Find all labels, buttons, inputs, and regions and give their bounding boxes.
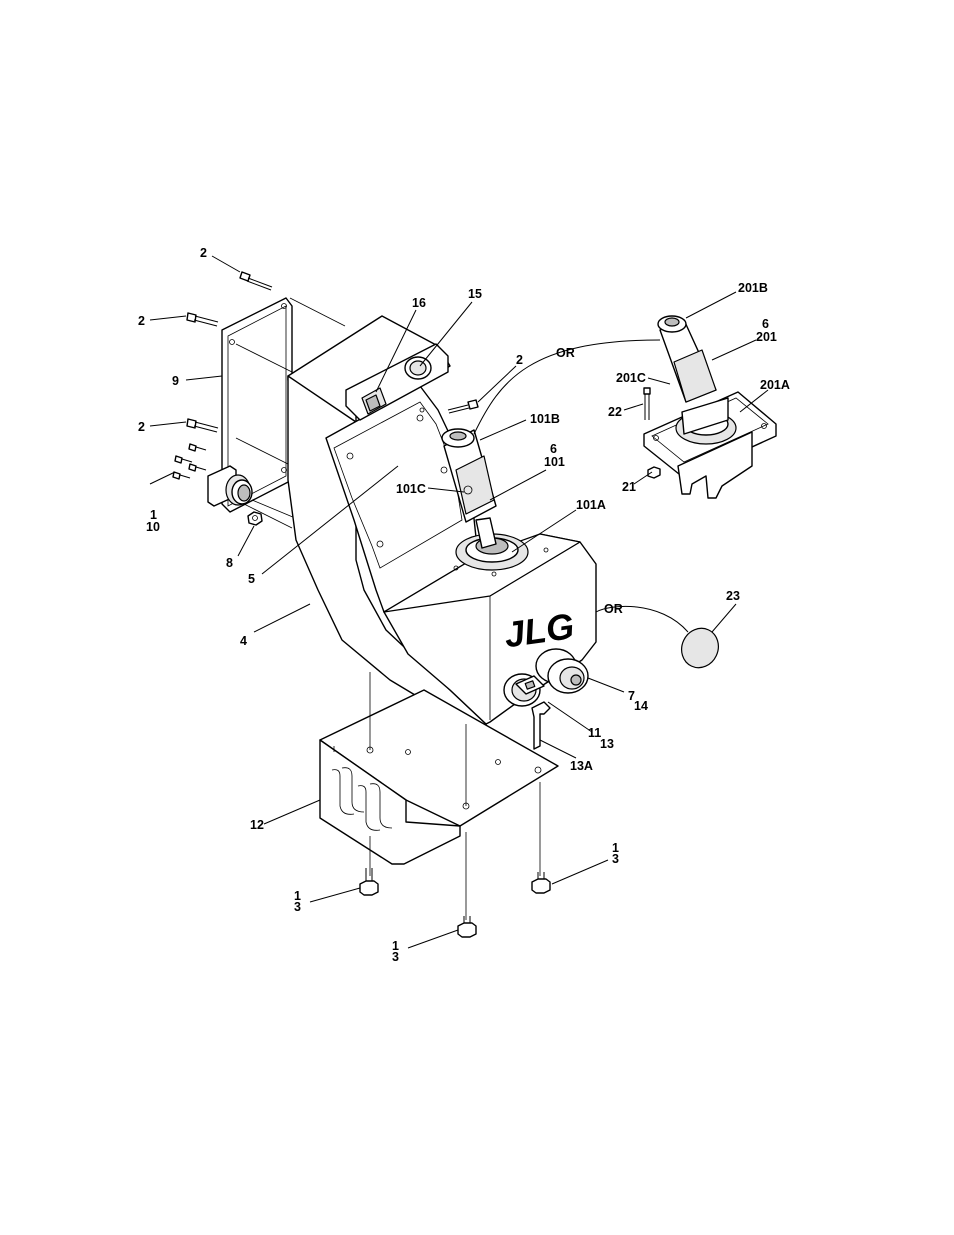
- joystick-201: [643, 315, 777, 499]
- label-10: 10: [146, 520, 160, 534]
- bolt-right: [531, 872, 551, 894]
- label-1-left: 1: [150, 508, 157, 522]
- screw-left-lower: [186, 418, 219, 433]
- label-16: 16: [412, 296, 426, 310]
- label-101B: 101B: [530, 412, 560, 426]
- label-21: 21: [622, 480, 636, 494]
- label-4: 4: [240, 634, 247, 648]
- label-1-right: 1: [612, 841, 619, 855]
- label-101A: 101A: [576, 498, 606, 512]
- screw-mid: [447, 399, 479, 414]
- label-101C: 101C: [396, 482, 426, 496]
- label-14: 14: [634, 699, 648, 713]
- label-3-bl: 3: [294, 900, 301, 914]
- plug-cap: [681, 627, 719, 669]
- jlg-logo: JLG: [502, 605, 577, 655]
- label-6-mid: 6: [550, 442, 557, 456]
- label-8: 8: [226, 556, 233, 570]
- label-3-bottom: 3: [392, 950, 399, 964]
- label-22: 22: [608, 405, 622, 419]
- label-1-bl: 1: [294, 889, 301, 903]
- label-13A: 13A: [570, 759, 593, 773]
- label-201: 201: [756, 330, 777, 344]
- label-101: 101: [544, 455, 565, 469]
- label-3-right: 3: [612, 852, 619, 866]
- label-11: 11: [588, 726, 601, 740]
- electrical-connector: [207, 465, 301, 521]
- nut: [247, 511, 263, 526]
- emergency-stop-button: [535, 648, 589, 694]
- label-2-top: 2: [200, 246, 207, 260]
- connector-screws: [172, 443, 207, 480]
- label-1-bottom: 1: [392, 939, 399, 953]
- label-9: 9: [172, 374, 179, 388]
- label-or-bottom: OR: [604, 602, 623, 616]
- label-2-left-upper: 2: [138, 314, 145, 328]
- label-5: 5: [248, 572, 255, 586]
- label-201A: 201A: [760, 378, 790, 392]
- key: [531, 701, 551, 750]
- label-23: 23: [726, 589, 740, 603]
- label-15: 15: [468, 287, 482, 301]
- decal-panel: [333, 401, 463, 569]
- bolt-bl: [359, 868, 379, 896]
- screw-22: [643, 387, 651, 420]
- key-switch: [503, 673, 545, 707]
- label-201C: 201C: [616, 371, 646, 385]
- mounting-bracket: [319, 689, 559, 865]
- leader-lines: [149, 255, 769, 949]
- label-6-right: 6: [762, 317, 769, 331]
- svg-text:JLG: JLG: [502, 605, 577, 655]
- screw-top: [239, 271, 273, 291]
- bolt-bottom: [457, 916, 477, 938]
- callout-labels: 2 2 9 2 1 10 8 5 4 16 15 2 OR 101B 6 101…: [138, 246, 790, 964]
- label-2-mid: 2: [516, 353, 523, 367]
- vertical-alignment-lines: [369, 672, 541, 920]
- joystick-101: [441, 428, 529, 571]
- label-13: 13: [600, 737, 614, 751]
- label-7: 7: [628, 689, 635, 703]
- alignment-lines: [235, 297, 346, 529]
- label-or-top: OR: [556, 346, 575, 360]
- label-201B: 201B: [738, 281, 768, 295]
- nut-21: [647, 466, 661, 479]
- screw-left-upper: [186, 312, 219, 327]
- label-12: 12: [250, 818, 264, 832]
- label-2-left-lower: 2: [138, 420, 145, 434]
